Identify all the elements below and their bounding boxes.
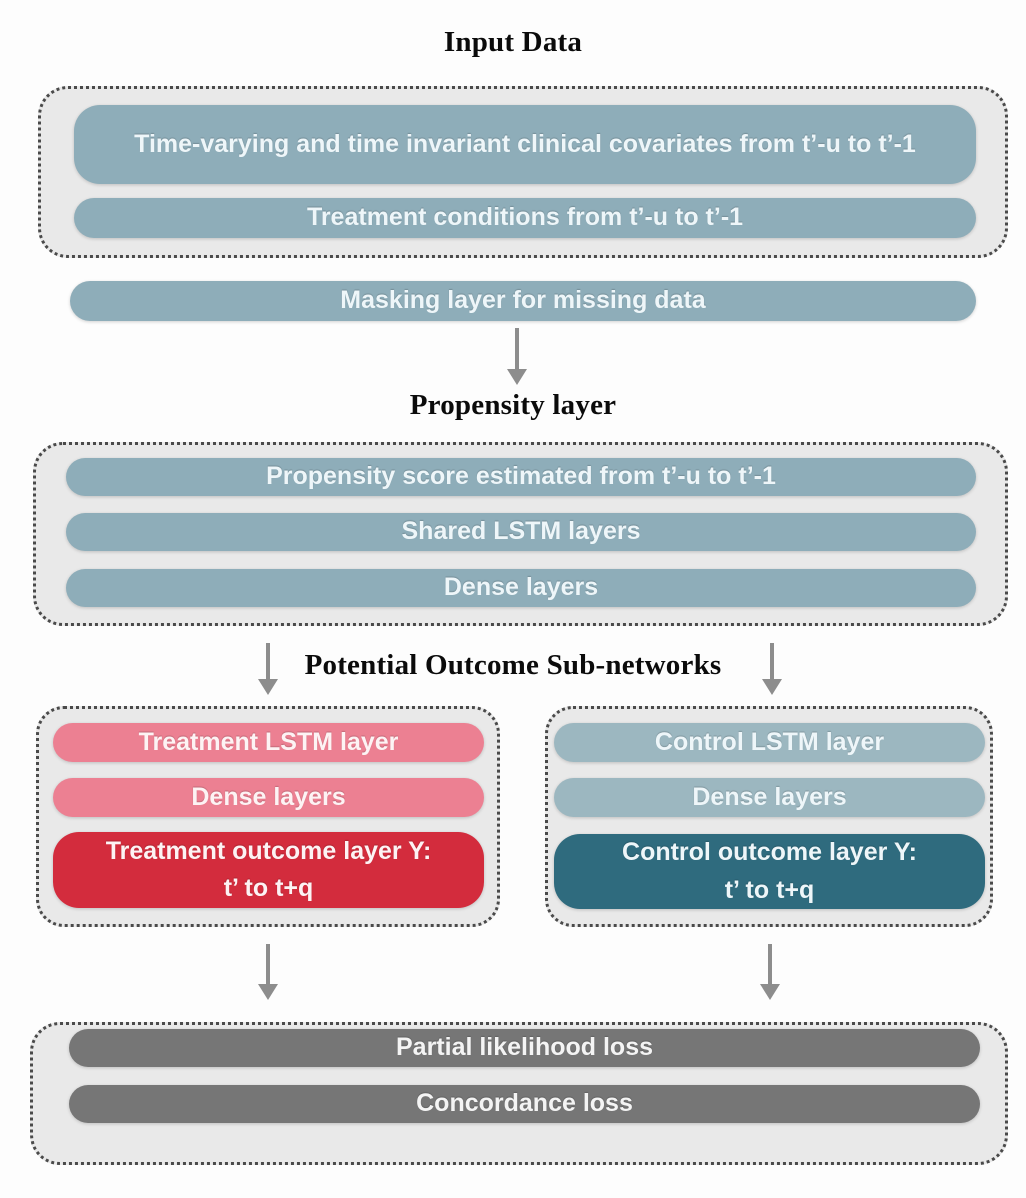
pill-treatment-dense-layers: Dense layers xyxy=(53,778,484,817)
arrow-down-icon xyxy=(258,643,278,695)
pill-partial-likelihood-loss: Partial likelihood loss xyxy=(69,1029,980,1067)
pill-shared-lstm-layers: Shared LSTM layers xyxy=(66,513,976,551)
arrow-head xyxy=(507,369,527,385)
pill-propensity-score: Propensity score estimated from t’-u to … xyxy=(66,458,976,496)
arrow-head xyxy=(258,984,278,1000)
arrow-shaft xyxy=(266,643,270,679)
pill-treatment-lstm-layer: Treatment LSTM layer xyxy=(53,723,484,762)
arrow-shaft xyxy=(768,944,772,984)
potential-outcome-title: Potential Outcome Sub-networks xyxy=(304,649,722,681)
arrow-down-icon xyxy=(258,944,278,1000)
pill-control-lstm-layer: Control LSTM layer xyxy=(554,723,985,762)
arrow-shaft xyxy=(266,944,270,984)
pill-propensity-dense-layers: Dense layers xyxy=(66,569,976,607)
arrow-head xyxy=(762,679,782,695)
pill-concordance-loss: Concordance loss xyxy=(69,1085,980,1123)
arrow-shaft xyxy=(770,643,774,679)
propensity-layer-title: Propensity layer xyxy=(409,389,617,421)
arrow-shaft xyxy=(515,328,519,369)
pill-control-outcome-layer: Control outcome layer Y: t’ to t+q xyxy=(554,834,985,909)
input-data-title: Input Data xyxy=(443,26,583,58)
arrow-head xyxy=(760,984,780,1000)
pill-clinical-covariates: Time-varying and time invariant clinical… xyxy=(74,105,976,184)
arrow-down-icon xyxy=(507,328,527,385)
pill-treatment-conditions: Treatment conditions from t’-u to t’-1 xyxy=(74,198,976,238)
arrow-head xyxy=(258,679,278,695)
arrow-down-icon xyxy=(762,643,782,695)
pill-control-dense-layers: Dense layers xyxy=(554,778,985,817)
pill-masking-layer: Masking layer for missing data xyxy=(70,281,976,321)
pill-treatment-outcome-layer: Treatment outcome layer Y: t’ to t+q xyxy=(53,832,484,908)
arrow-down-icon xyxy=(760,944,780,1000)
